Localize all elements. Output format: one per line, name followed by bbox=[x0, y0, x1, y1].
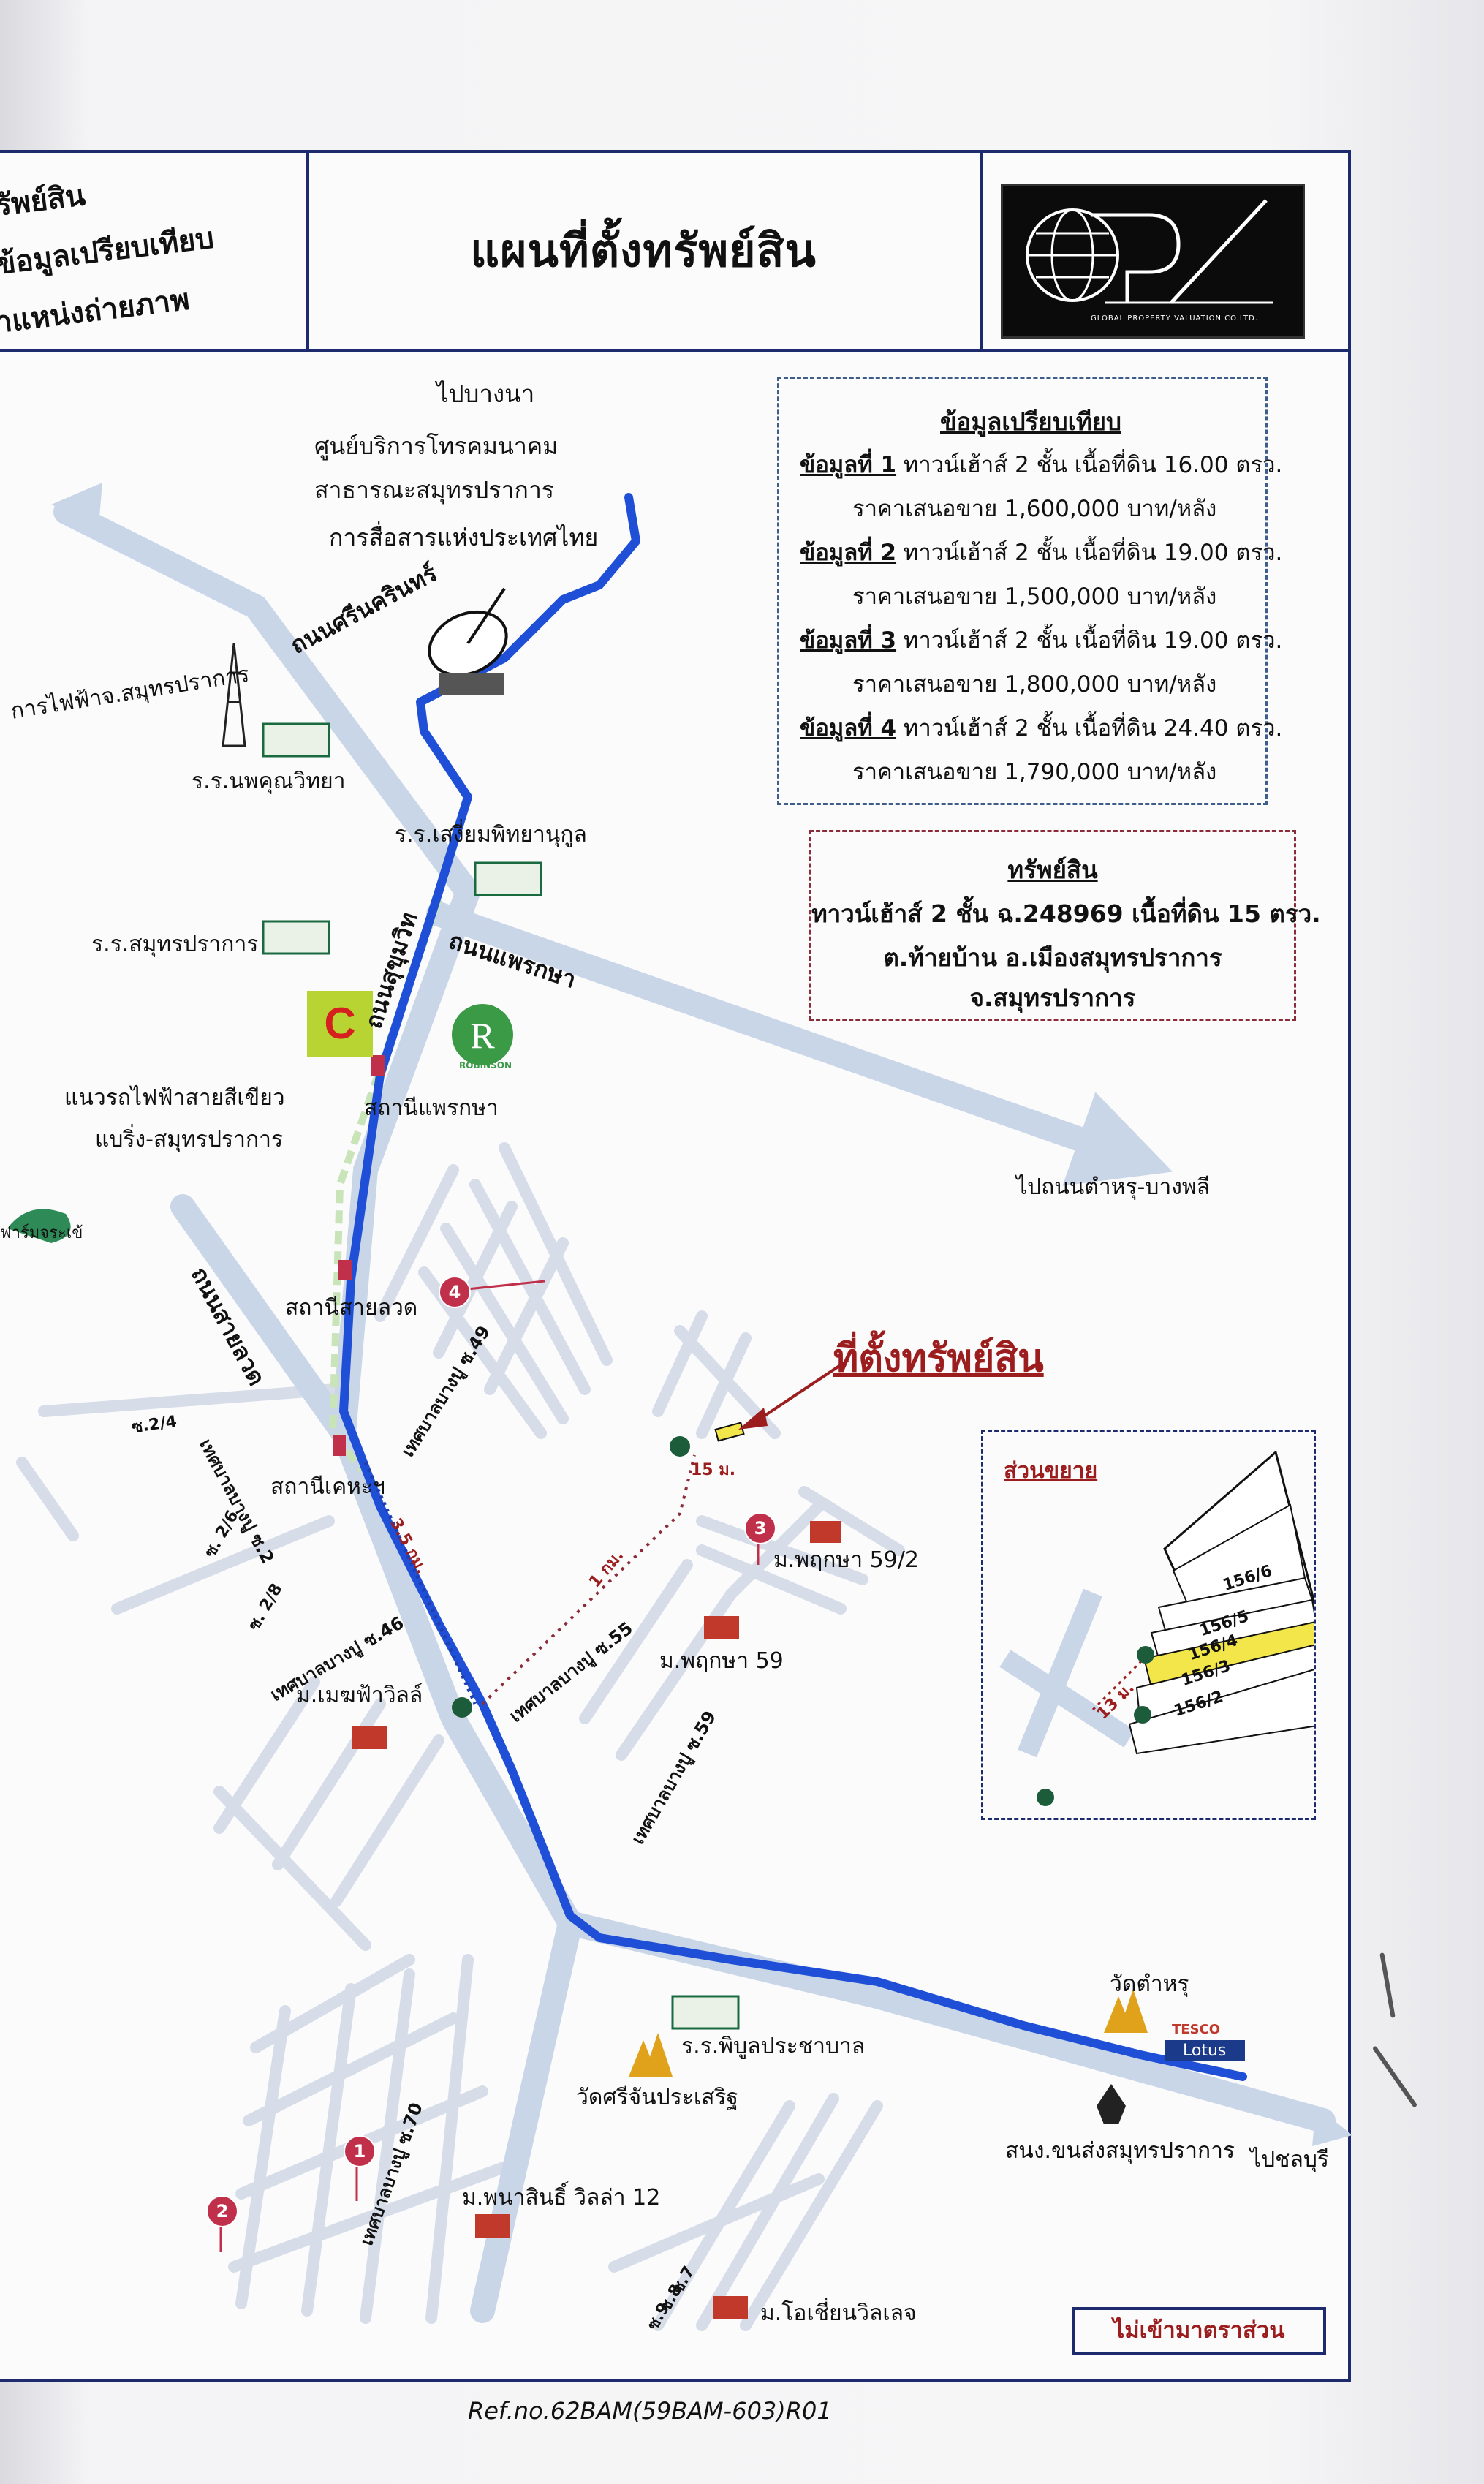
village-panasin-label: ม.พนาสินธิ์ วิลล่า 12 bbox=[462, 2185, 661, 2211]
zoom-inset: ส่วนขยาย 156/6 156/5 156/4 bbox=[981, 1430, 1316, 1820]
school-icon bbox=[262, 722, 740, 2030]
comparison-item-label: ข้อมูลที่ 1 bbox=[800, 452, 897, 478]
tesco-label: TESCO bbox=[1172, 2022, 1221, 2037]
crocodile-farm-label: ฟาร์มจระเข้ bbox=[0, 1224, 83, 1242]
bts-green-label-2: แบริ่ง-สมุทรปราการ bbox=[95, 1127, 284, 1152]
tot-center-label-3: การสื่อสารแห่งประเทศไทย bbox=[329, 524, 599, 551]
comparison-item-label: ข้อมูลที่ 3 bbox=[800, 627, 897, 654]
target-pointer-line bbox=[759, 1359, 849, 1420]
camera-pin-icon bbox=[1037, 1789, 1054, 1806]
comparison-title: ข้อมูลเปรียบเทียบ bbox=[940, 407, 1121, 436]
comparison-item-label: ข้อมูลที่ 4 bbox=[800, 715, 897, 741]
comparison-item-4: ข้อมูลที่ 4 ทาวน์เฮ้าส์ 2 ชั้น เนื้อที่ด… bbox=[800, 709, 1282, 746]
comparison-item-price: ราคาเสนอขาย 1,800,000 บาท/หลัง bbox=[852, 671, 1217, 698]
lotus-label: Lotus bbox=[1183, 2042, 1227, 2060]
tot-center-label-1: ศูนย์บริการโทรคมนาคม bbox=[314, 432, 559, 460]
property-line-1: ทาวน์เฮ้าส์ 2 ชั้น ฉ.248969 เนื้อที่ดิน … bbox=[811, 899, 1321, 928]
transport-office-label: สนง.ขนส่งสมุทรปราการ bbox=[1005, 2138, 1235, 2164]
village-ocean-label: ม.โอเชี่ยนวิลเลจ bbox=[760, 2300, 917, 2326]
no-scale-note: ไม่เข้ามาตราส่วน bbox=[1072, 2307, 1326, 2355]
camera-pin-icon bbox=[1134, 1706, 1151, 1724]
school-samutprakan-label: ร.ร.สมุทรปราการ bbox=[91, 932, 259, 957]
robinson-logo-icon bbox=[452, 1004, 513, 1065]
comparison-badge-2: 2 bbox=[206, 2195, 238, 2227]
target-arrow-icon bbox=[738, 1408, 768, 1430]
header-logo-cell: GLOBAL PROPERTY VALUATION CO.LTD. bbox=[980, 153, 1351, 349]
station-sailuat-label: สถานีสายลวด bbox=[285, 1295, 418, 1321]
to-tamru-arrow-icon bbox=[1126, 1141, 1155, 1174]
village-pruksa-59-2-label: ม.พฤกษา 59/2 bbox=[773, 1547, 919, 1573]
to-bangna-label: ไปบางนา bbox=[436, 380, 535, 408]
power-tower-icon bbox=[222, 643, 246, 747]
comparison-item-price: ราคาเสนอขาย 1,500,000 บาท/หลัง bbox=[852, 584, 1217, 610]
village-icon bbox=[352, 1521, 841, 2319]
zoom-title: ส่วนขยาย bbox=[1004, 1458, 1098, 1484]
comparison-item-desc: ทาวน์เฮ้าส์ 2 ชั้น เนื้อที่ดิน 24.40 ตรว… bbox=[896, 715, 1283, 741]
satellite-dish-icon bbox=[428, 587, 508, 695]
property-title: ทรัพย์สิน bbox=[1007, 856, 1098, 884]
camera-pin-icon bbox=[1137, 1646, 1154, 1664]
to-tamru-label: ไปถนนตำหรุ-บางพลี bbox=[1016, 1174, 1211, 1200]
globe-logo-icon bbox=[1026, 199, 1273, 304]
logo-subtext: GLOBAL PROPERTY VALUATION CO.LTD. bbox=[1091, 314, 1258, 322]
header-title-cell: แผนที่ตั้งทรัพย์สิน bbox=[309, 153, 977, 349]
wat-srichan-label: วัดศรีจันประเสริฐ bbox=[576, 2085, 739, 2110]
company-logo: GLOBAL PROPERTY VALUATION CO.LTD. bbox=[1001, 184, 1305, 339]
comparison-box: ข้อมูลเปรียบเทียบ ข้อมูลที่ 1 ทาวน์เฮ้าส… bbox=[777, 377, 1282, 805]
header-row: รัพย์สิน ข้อมูลเปรียบเทียบ ำแหน่งถ่ายภาพ… bbox=[0, 153, 1348, 352]
property-line-3: จ.สมุทรปราการ bbox=[969, 984, 1136, 1012]
tot-center-label-2: สาธารณะสมุทรปราการ bbox=[314, 476, 554, 504]
temple-icon bbox=[629, 1989, 1148, 2077]
school-phibun-label: ร.ร.พิบูลประชาบาล bbox=[681, 2034, 866, 2059]
comparison-item-3: ข้อมูลที่ 3 ทาวน์เฮ้าส์ 2 ชั้น เนื้อที่ด… bbox=[800, 622, 1282, 658]
to-chonburi-label: ไปชลบุรี bbox=[1250, 2147, 1330, 2172]
property-marker bbox=[714, 1422, 745, 1442]
bigc-letter: C bbox=[324, 999, 355, 1048]
robinson-sublabel: ROBINSON bbox=[459, 1060, 512, 1071]
page-title: แผนที่ตั้งทรัพย์สิน bbox=[470, 224, 817, 277]
tesco-lotus-logo-icon bbox=[1165, 2040, 1245, 2061]
station-kheha-label: สถานีเคหะฯ bbox=[270, 1474, 385, 1500]
header-legend: รัพย์สิน ข้อมูลเปรียบเทียบ ำแหน่งถ่ายภาพ bbox=[0, 153, 309, 349]
comparison-item-2: ข้อมูลที่ 2 ทาวน์เฮ้าส์ 2 ชั้น เนื้อที่ด… bbox=[800, 534, 1282, 570]
comparison-item-1: ข้อมูลที่ 1 ทาวน์เฮ้าส์ 2 ชั้น เนื้อที่ด… bbox=[800, 446, 1282, 483]
distance-15m-label: 15 ม. bbox=[691, 1461, 736, 1479]
comparison-item-label: ข้อมูลที่ 2 bbox=[800, 540, 897, 566]
garuda-icon bbox=[1097, 2084, 1126, 2124]
comparison-badge-4: 4 bbox=[439, 1276, 471, 1308]
robinson-letter: R bbox=[470, 1015, 495, 1056]
bigc-logo-icon bbox=[307, 991, 373, 1057]
comparison-item-desc: ทาวน์เฮ้าส์ 2 ชั้น เนื้อที่ดิน 16.00 ตรว… bbox=[896, 452, 1283, 478]
to-bangna-arrow-icon bbox=[51, 483, 102, 526]
crocodile-icon bbox=[7, 1209, 71, 1243]
major-road-background bbox=[53, 499, 1336, 2323]
wat-tamru-label: วัดตำหรุ bbox=[1110, 1971, 1189, 1997]
property-box: ทรัพย์สิน ทาวน์เฮ้าส์ 2 ชั้น ฉ.248969 เน… bbox=[809, 830, 1321, 1021]
target-location-title: ที่ตั้งทรัพย์สิน bbox=[833, 1337, 1044, 1381]
main-route bbox=[339, 493, 1247, 2081]
route-to-property bbox=[481, 1454, 696, 1705]
station-icon bbox=[333, 1055, 385, 1456]
bts-green-label-1: แนวรถไฟฟ้าสายสีเขียว bbox=[64, 1085, 285, 1111]
village-maekfa-label: ม.เมฆฟ้าวิลล์ bbox=[296, 1683, 423, 1708]
comparison-item-desc: ทาวน์เฮ้าส์ 2 ชั้น เนื้อที่ดิน 19.00 ตรว… bbox=[896, 540, 1283, 566]
zoom-plot-diagram bbox=[999, 1450, 1314, 1806]
station-praeksa-label: สถานีแพรกษา bbox=[364, 1095, 499, 1121]
comparison-badge-1: 1 bbox=[344, 2135, 376, 2167]
village-pruksa-59-label: ม.พฤกษา 59 bbox=[659, 1648, 784, 1674]
reference-number: Ref.no.62BAM(59BAM-603)R01 bbox=[468, 2397, 832, 2425]
school-sengtham-label: ร.ร.เสงี่ยมพิทยานุกูล bbox=[395, 822, 587, 847]
comparison-item-price: ราคาเสนอขาย 1,600,000 บาท/หลัง bbox=[852, 496, 1217, 522]
school-nopkhun-label: ร.ร.นพคุณวิทยา bbox=[192, 769, 346, 794]
comparison-item-desc: ทาวน์เฮ้าส์ 2 ชั้น เนื้อที่ดิน 19.00 ตรว… bbox=[896, 627, 1283, 654]
camera-pin-icon bbox=[452, 1436, 690, 1718]
comparison-badge-3: 3 bbox=[744, 1512, 776, 1544]
property-line-2: ต.ท้ายบ้าน อ.เมืองสมุทรปราการ bbox=[883, 943, 1222, 972]
to-chonburi-arrow-icon bbox=[1312, 2106, 1352, 2146]
comparison-item-price: ราคาเสนอขาย 1,790,000 บาท/หลัง bbox=[852, 759, 1217, 785]
route-dotted-sukhumvit bbox=[363, 1461, 477, 1705]
